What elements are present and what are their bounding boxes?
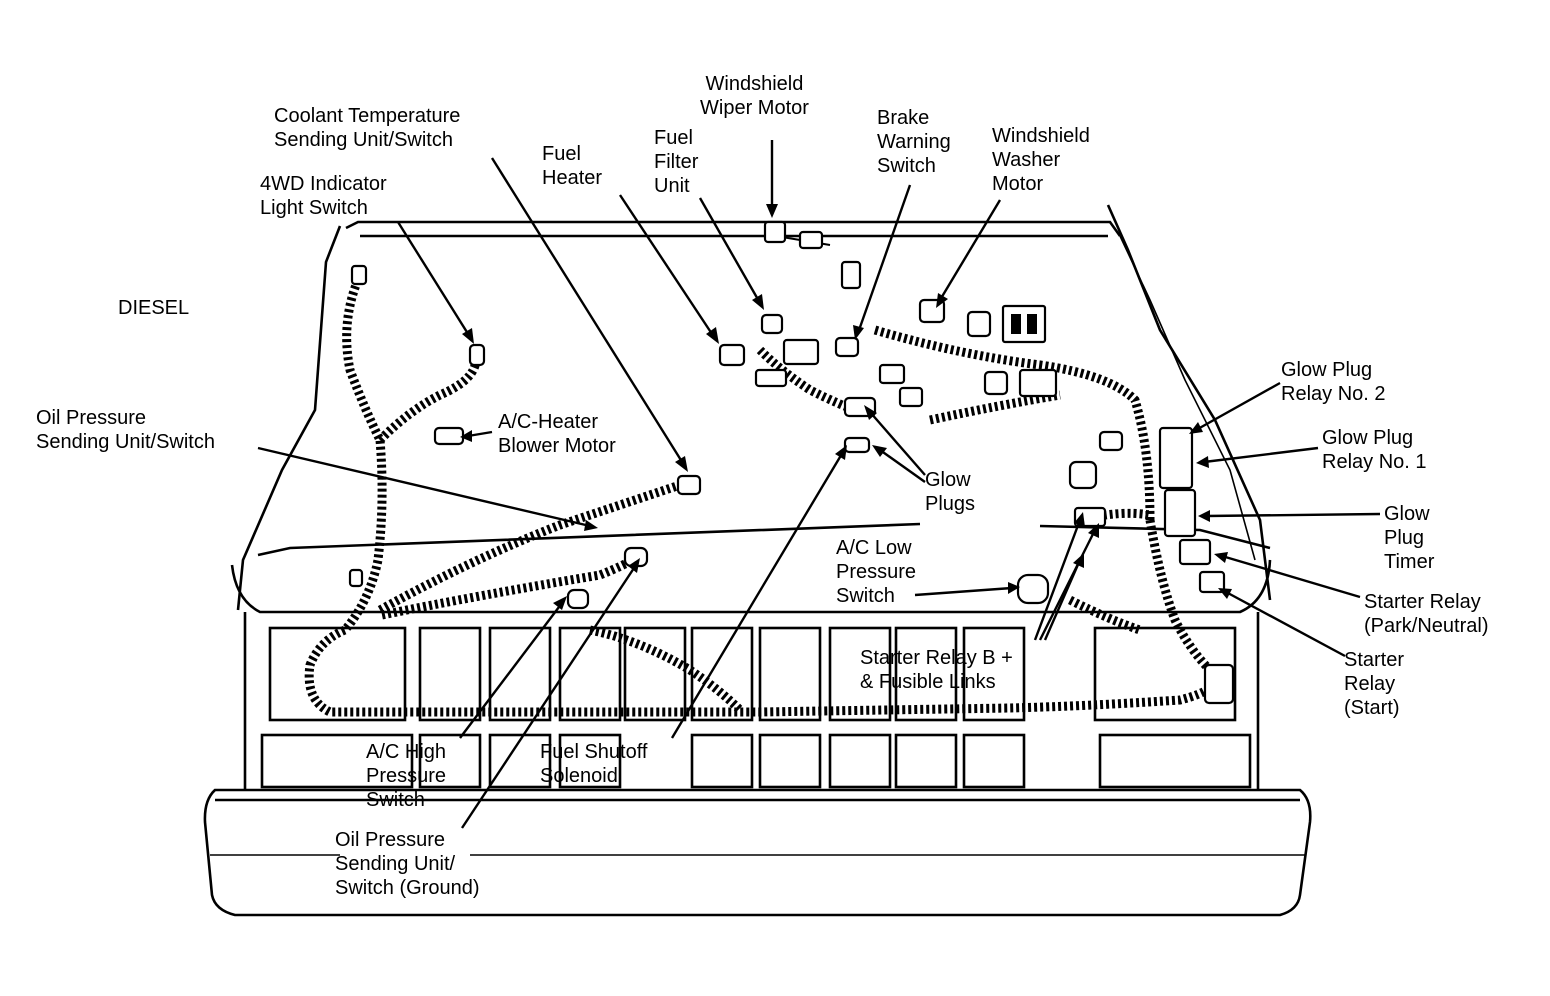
- leader-lines: [257, 140, 1381, 829]
- label-ac-low-pressure-switch: A/C Low Pressure Switch: [836, 537, 917, 607]
- components: [348, 220, 1235, 705]
- diagram-variant-label: DIESEL: [118, 297, 190, 319]
- label-ac-high-pressure-switch: A/C High Pressure Switch: [366, 741, 447, 811]
- label-glow-plugs: Glow Plugs: [925, 469, 976, 515]
- label-starter-relay-b-fusible-links: Starter Relay B + & Fusible Links: [860, 647, 1013, 693]
- label-windshield-wiper-motor: Windshield Wiper Motor: [700, 73, 809, 119]
- label-coolant-temperature-sending-unit: Coolant Temperature Sending Unit/Switch: [274, 105, 461, 151]
- label-ac-heater-blower-motor: A/C-Heater Blower Motor: [498, 411, 616, 457]
- vehicle-body-outline: [203, 204, 1312, 917]
- label-oil-pressure-sending-unit-ground: Oil Pressure Sending Unit/ Switch (Groun…: [335, 829, 480, 899]
- label-oil-pressure-sending-unit: Oil Pressure Sending Unit/Switch: [36, 407, 215, 453]
- label-brake-warning-switch: Brake Warning Switch: [877, 107, 951, 177]
- label-windshield-washer-motor: Windshield Washer Motor: [992, 125, 1090, 195]
- label-glow-plug-relay-2: Glow Plug Relay No. 2: [1281, 359, 1386, 405]
- label-glow-plug-timer: Glow Plug Timer: [1384, 503, 1435, 573]
- label-fuel-heater: Fuel Heater: [542, 143, 603, 189]
- label-fuel-filter-unit: Fuel Filter Unit: [654, 127, 699, 197]
- label-fuel-shutoff-solenoid: Fuel Shutoff Solenoid: [540, 741, 648, 787]
- label-starter-relay-start: Starter Relay (Start): [1344, 649, 1405, 719]
- label-starter-relay-park-neutral: Starter Relay (Park/Neutral): [1364, 591, 1489, 637]
- label-glow-plug-relay-1: Glow Plug Relay No. 1: [1322, 427, 1427, 473]
- label-4wd-indicator-light-switch: 4WD Indicator Light Switch: [260, 173, 387, 219]
